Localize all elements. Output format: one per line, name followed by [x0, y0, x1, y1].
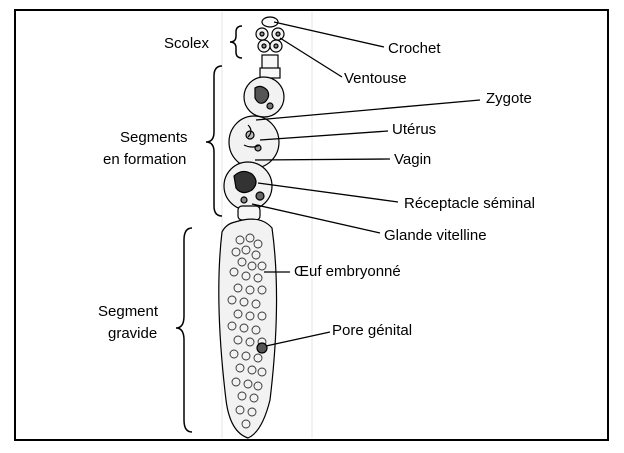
label-scolex: Scolex: [164, 35, 210, 52]
receptacle-leader: [258, 183, 398, 202]
immature-segment: [244, 77, 284, 117]
genital-pore-mark: [257, 343, 267, 353]
label-segments-line1: Segments: [120, 129, 188, 146]
organism: [219, 17, 284, 438]
gravide-brace: [176, 228, 192, 432]
segment-connector: [238, 206, 260, 220]
label-segments-line2: en formation: [103, 151, 186, 168]
scolex-head: [256, 17, 284, 52]
label-receptacle: Réceptacle séminal: [404, 195, 535, 212]
label-ventouse: Ventouse: [344, 70, 407, 87]
segments-brace: [206, 66, 222, 216]
label-crochet: Crochet: [388, 40, 441, 57]
label-zygote: Zygote: [486, 90, 532, 107]
zygote-leader: [256, 100, 480, 120]
scolex-brace: [230, 26, 242, 58]
label-glande: Glande vitelline: [384, 227, 487, 244]
uterus-leader: [260, 131, 388, 140]
ventouse-leader: [280, 38, 342, 77]
label-gravide-line2: gravide: [108, 325, 157, 342]
mature-segment: [224, 162, 272, 210]
label-uterus: Utérus: [392, 121, 436, 138]
label-vagin: Vagin: [394, 151, 431, 168]
label-oeuf: Œuf embryonné: [294, 263, 401, 280]
label-gravide-line1: Segment: [98, 303, 159, 320]
label-pore: Pore génital: [332, 322, 412, 339]
vagin-leader: [255, 159, 390, 160]
crochet-leader: [274, 22, 384, 47]
